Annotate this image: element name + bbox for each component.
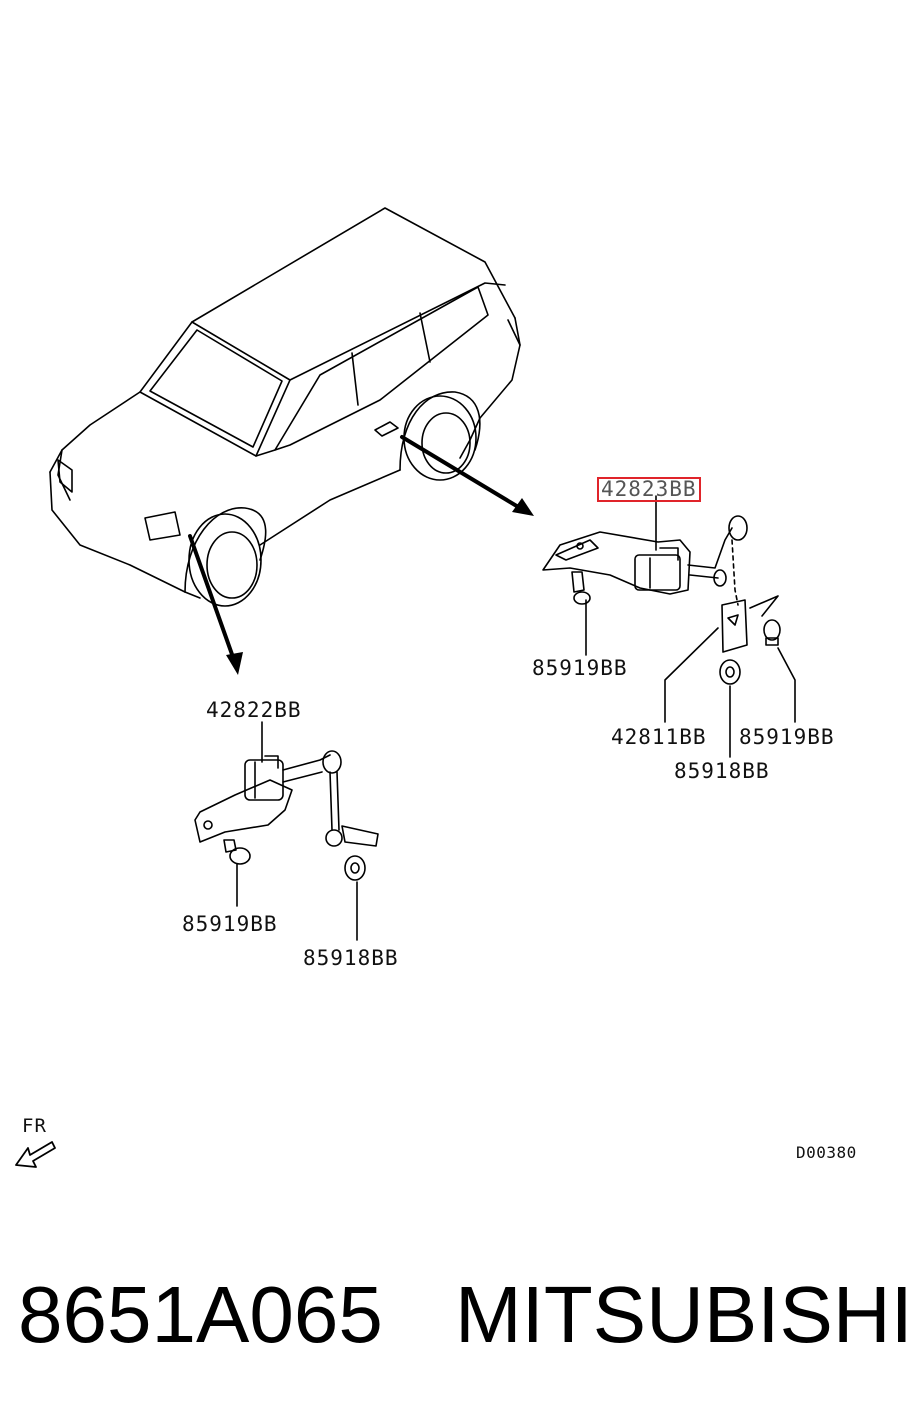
pointer-arrows: [188, 435, 534, 675]
rear-height-sensor-assembly: [542, 495, 796, 758]
part-label-42811[interactable]: 42811BB: [611, 725, 707, 749]
part-label-42822[interactable]: 42822BB: [206, 698, 302, 722]
part-label-85918-right[interactable]: 85918BB: [674, 759, 770, 783]
part-label-85918-left[interactable]: 85918BB: [303, 946, 399, 970]
part-label-42823[interactable]: 42823BB: [597, 477, 701, 502]
front-height-sensor-assembly: [194, 721, 379, 941]
footer-brand: MITSUBISHI: [455, 1270, 909, 1359]
diagram-code: D00380: [796, 1143, 857, 1162]
part-label-85919-far[interactable]: 85919BB: [739, 725, 835, 749]
front-direction-arrow-icon: [15, 1141, 56, 1168]
footer-part-number: 8651A065: [18, 1270, 383, 1359]
part-label-85919-right[interactable]: 85919BB: [532, 656, 628, 680]
part-label-85919-left[interactable]: 85919BB: [182, 912, 278, 936]
vehicle-illustration: [49, 207, 521, 607]
direction-label: FR: [22, 1115, 47, 1137]
